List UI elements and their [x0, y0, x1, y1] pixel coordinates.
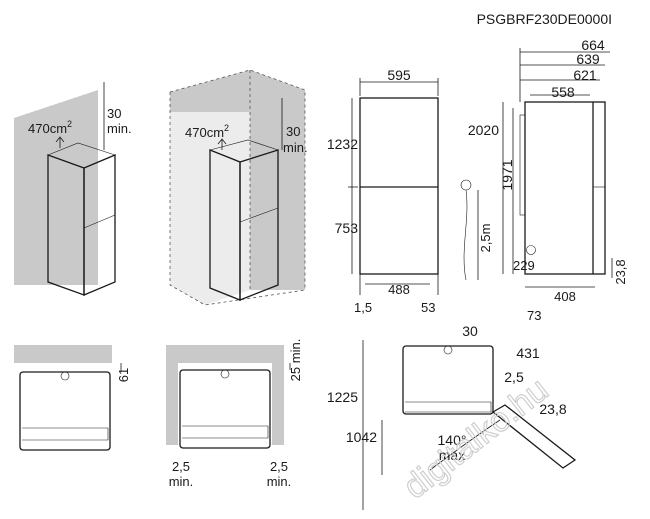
width-label: 595 [387, 67, 411, 83]
back-gap-2-label: 25 min. [288, 339, 303, 382]
door-clearance-label: 2,5 [504, 369, 524, 385]
socket-height-label: 229 [513, 258, 535, 273]
depth-639-label: 639 [576, 51, 600, 67]
niche-top-body [179, 369, 271, 449]
back-gap-label: 61 [116, 368, 131, 382]
door-body [402, 345, 494, 415]
lower-height-label: 753 [335, 220, 359, 236]
panel-door-opening: 1225 1042 30 431 2,5 23,8 140° max [327, 323, 577, 510]
side-gap-right-value: 2,5 [270, 459, 288, 474]
bottom-height-label: 23,8 [613, 259, 628, 284]
depth-558-label: 558 [551, 84, 575, 100]
feet-span-label: 488 [388, 282, 410, 297]
socket-icon [526, 245, 536, 255]
side-gap-left-value: 2,5 [172, 459, 190, 474]
panel-front-view: 595 1232 753 488 1,5 53 2,5m [327, 67, 493, 315]
model-code: PSGBRF230DE0000I [477, 11, 612, 27]
panel-side-view: 664 639 621 558 2020 1971 229 408 73 23,… [468, 37, 628, 323]
back-wall [14, 90, 98, 285]
panel-top-view-niche: 25 min. 2,5 min. 2,5 min. [166, 339, 303, 489]
height-1971-label: 1971 [499, 159, 515, 190]
plug-icon [460, 179, 472, 191]
left-offset-label: 1,5 [354, 300, 372, 315]
upper-height-label: 1232 [327, 136, 358, 152]
top-view-body [19, 371, 111, 451]
fridge-front [83, 154, 116, 296]
cable-length-label: 2,5m [478, 224, 493, 253]
side-gap-right-unit: min. [267, 474, 292, 489]
front-body [359, 97, 439, 275]
top-clearance-2-value: 30 [286, 124, 300, 139]
hinge-offset-label: 73 [527, 308, 541, 323]
niche-walls [170, 70, 305, 290]
top-clearance-value: 30 [107, 106, 121, 121]
door-clearance-2-label: 23,8 [539, 401, 566, 417]
door-gap-label: 30 [462, 323, 478, 339]
ventilation-area-2-label: 470cm2 [185, 123, 229, 140]
panel-top-view-wall: 61 [14, 345, 131, 451]
top-clearance-unit: min. [107, 121, 132, 136]
ventilation-area-label: 470cm2 [28, 119, 72, 136]
panel-niche: 470cm2 30 min. [169, 69, 308, 306]
total-height-label: 2020 [468, 122, 499, 138]
panel-freestanding: 470cm2 30 min. [14, 82, 132, 296]
watermark: digitalko.hu [397, 370, 556, 506]
door-depth-label: 431 [516, 345, 540, 361]
door-angle-label: 140° [438, 432, 467, 448]
opened-door [491, 404, 577, 469]
foot-depth-label: 408 [554, 289, 576, 304]
open-width-1042-label: 1042 [346, 429, 377, 445]
depth-664-label: 664 [581, 37, 605, 53]
right-offset-label: 53 [421, 300, 435, 315]
top-clearance-2-unit: min. [283, 140, 308, 155]
depth-621-label: 621 [573, 67, 597, 83]
side-gap-left-unit: min. [169, 474, 194, 489]
open-width-1225-label: 1225 [327, 389, 358, 405]
door-angle-unit: max [439, 447, 465, 463]
